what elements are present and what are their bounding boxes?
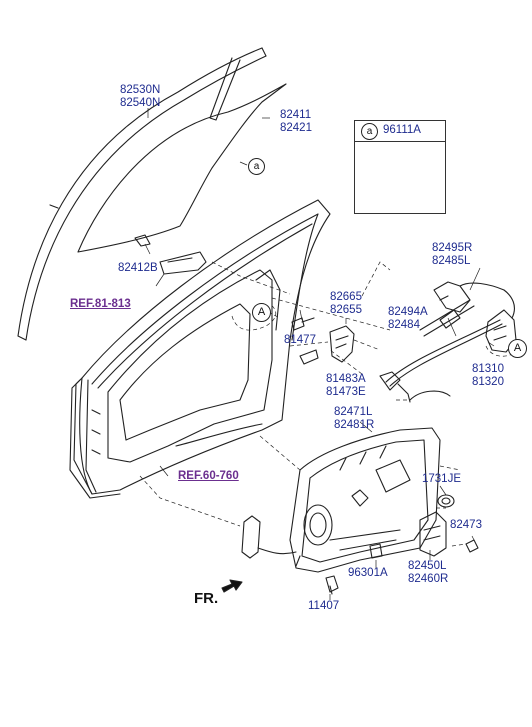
label-81483a: 81483A [326,373,366,385]
ref-60-760[interactable]: REF.60-760 [178,470,239,482]
label-82471l: 82471L [334,406,373,418]
label-82665: 82665 [330,291,362,303]
label-82484: 82484 [388,319,420,331]
leader-lines [139,108,517,600]
speaker-grommet [369,543,383,559]
label-cable: 81483A 81473E [326,373,366,399]
label-82411: 82411 [280,109,312,121]
label-82460r: 82460R [408,573,449,585]
window-regulator [289,427,441,573]
label-11407: 11407 [308,600,340,612]
label-latch: 81310 81320 [472,363,504,389]
callout-A-frame: A [252,303,271,322]
label-82412b: 82412B [118,262,158,274]
grommet-1731je [437,494,455,508]
label-82421: 82421 [280,122,312,134]
rod-holder [433,281,505,313]
callout-A-latch: A [508,339,527,358]
inside-handle-cable [379,319,503,403]
regulator-motor [419,511,447,557]
callout-a: a [361,123,378,140]
label-81320: 81320 [472,376,504,388]
kit-box-header: a 96111A [355,121,445,142]
front-direction-arrow [221,579,243,593]
kit-box: a 96111A [354,120,446,214]
label-82530n: 82530N [120,84,161,96]
label-81477: 81477 [284,334,316,346]
screw-82473 [465,539,479,553]
wire-harness [241,390,451,559]
label-81310: 81310 [472,363,504,375]
label-rod: 82494A 82484 [388,306,428,332]
label-82473: 82473 [450,519,482,531]
ref-81-813[interactable]: REF.81-813 [70,298,131,310]
bolt-81477 [291,317,315,331]
label-82481r: 82481R [334,419,375,431]
label-82540n: 82540N [120,97,161,109]
label-81473e: 81473E [326,386,366,398]
glass-holder [159,251,207,275]
door-outer-panel [69,379,121,499]
label-82494a: 82494A [388,306,428,318]
label-82655: 82655 [330,304,362,316]
label-motor: 82450L 82460R [408,560,448,586]
outside-handle [299,325,355,365]
label-regulator: 82471L 82481R [334,406,374,432]
door-frame [73,199,331,495]
bolt-11407 [325,575,339,595]
label-glass-run: 82530N 82540N [120,84,160,110]
label-rod-holder: 82495R 82485L [432,242,472,268]
label-outside-handle: 82665 82655 [330,291,362,317]
label-82450l: 82450L [408,560,447,572]
door-glass [77,83,287,253]
label-82495r: 82495R [432,242,473,254]
label-82485l: 82485L [432,255,471,267]
front-label: FR. [194,590,219,607]
label-96301a: 96301A [348,567,388,579]
callout-a-glass: a [248,158,265,175]
label-1731je: 1731JE [422,473,462,485]
label-glass: 82411 82421 [280,109,312,135]
glass-run-channel [17,47,267,341]
kit-code: 96111A [383,124,421,136]
